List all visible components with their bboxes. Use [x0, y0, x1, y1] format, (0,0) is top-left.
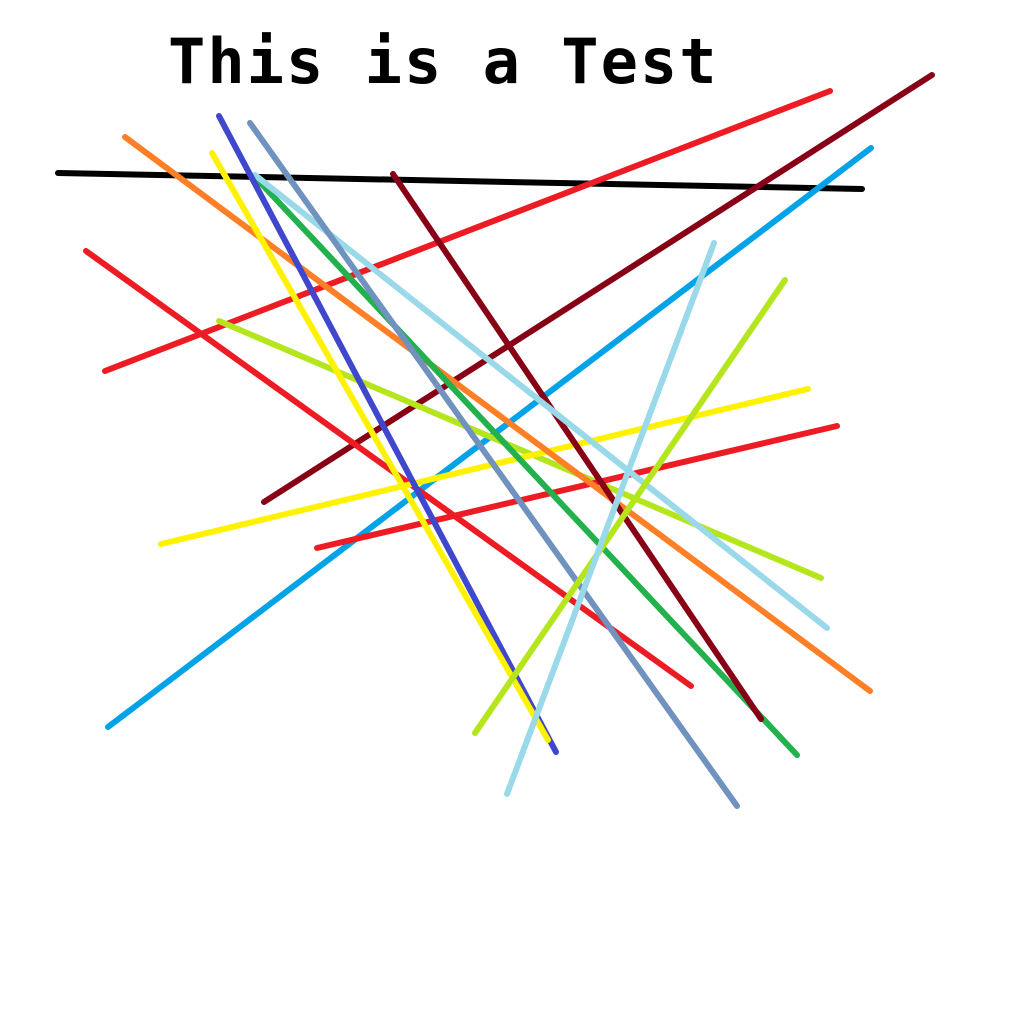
red-line-lower [314, 423, 840, 551]
light-blue-line-rising [504, 240, 717, 797]
yellow-line-horizontal [158, 386, 811, 547]
red-line-left [83, 248, 694, 689]
page-title: This is a Test [168, 25, 719, 98]
yellow-line-diagonal [209, 150, 551, 743]
lime-line [216, 318, 824, 581]
black-line [55, 170, 865, 192]
steel-blue-line [247, 120, 740, 809]
red-line-upper [102, 88, 833, 374]
indigo-line [216, 113, 559, 755]
light-blue-line [252, 172, 830, 631]
lime-line-rising [472, 277, 788, 736]
dark-red-line-long [261, 72, 935, 505]
dark-red-line-short [390, 171, 764, 722]
orange-line [122, 134, 873, 694]
green-line [253, 175, 800, 758]
